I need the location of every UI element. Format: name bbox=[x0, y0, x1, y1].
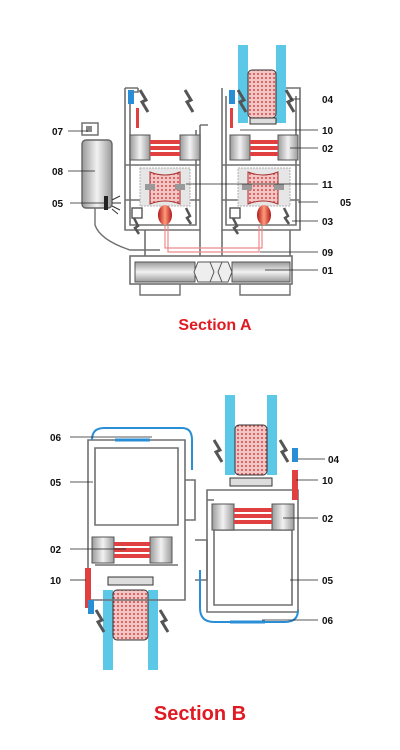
label-05-left: 05 bbox=[50, 478, 62, 489]
glass-panel-b-bottom bbox=[103, 576, 158, 670]
left-sash-frame-b bbox=[87, 439, 196, 601]
left-break-b bbox=[85, 536, 173, 633]
glass-panel-b-top bbox=[225, 395, 277, 487]
label-05-right: 05 bbox=[340, 198, 352, 209]
right-sash-gaskets bbox=[229, 89, 296, 128]
label-10-right: 10 bbox=[322, 476, 334, 487]
label-04: 04 bbox=[328, 455, 340, 466]
left-thermal-break bbox=[129, 134, 201, 161]
handle-assembly bbox=[81, 122, 160, 251]
label-01: 01 bbox=[322, 266, 334, 277]
leader-lines-b bbox=[70, 436, 325, 621]
left-sash-gaskets bbox=[128, 89, 195, 128]
label-02-right: 02 bbox=[322, 514, 334, 525]
right-thermal-break bbox=[229, 134, 299, 161]
label-07: 07 bbox=[52, 127, 64, 138]
label-02: 02 bbox=[322, 144, 334, 155]
blue-profile-right bbox=[199, 570, 299, 624]
blue-profile-left bbox=[91, 427, 193, 470]
section-b-title: Section B bbox=[154, 703, 246, 725]
label-10: 10 bbox=[322, 126, 334, 137]
label-06-bottom: 06 bbox=[322, 616, 334, 627]
label-05-left: 05 bbox=[52, 199, 64, 210]
outer-frame bbox=[129, 226, 293, 296]
labels-a: 07 08 05 04 10 02 11 05 03 09 01 bbox=[52, 95, 352, 277]
label-11: 11 bbox=[322, 180, 333, 191]
labels-b: 06 05 02 10 04 10 02 05 06 bbox=[50, 433, 340, 627]
label-09: 09 bbox=[322, 248, 334, 259]
section-b-drawing: 06 05 02 10 04 10 02 05 06 Section B bbox=[50, 395, 340, 725]
leader-lines-a bbox=[68, 98, 318, 271]
label-04: 04 bbox=[322, 95, 334, 106]
label-05-right: 05 bbox=[322, 576, 334, 587]
right-insulation-core bbox=[237, 167, 291, 225]
right-bottom-gaskets bbox=[229, 207, 291, 235]
left-bottom-gaskets bbox=[131, 207, 193, 235]
label-06-top: 06 bbox=[50, 433, 62, 444]
left-insulation-core bbox=[139, 167, 191, 225]
label-08: 08 bbox=[52, 167, 64, 178]
section-a-drawing: 07 08 05 04 10 02 11 05 03 09 01 Section… bbox=[52, 45, 352, 334]
right-break-b bbox=[211, 439, 298, 531]
section-a-title: Section A bbox=[178, 317, 252, 334]
label-02-left: 02 bbox=[50, 545, 62, 556]
label-10-left: 10 bbox=[50, 576, 62, 587]
label-03: 03 bbox=[322, 217, 334, 228]
glass-panel-a bbox=[238, 45, 286, 125]
